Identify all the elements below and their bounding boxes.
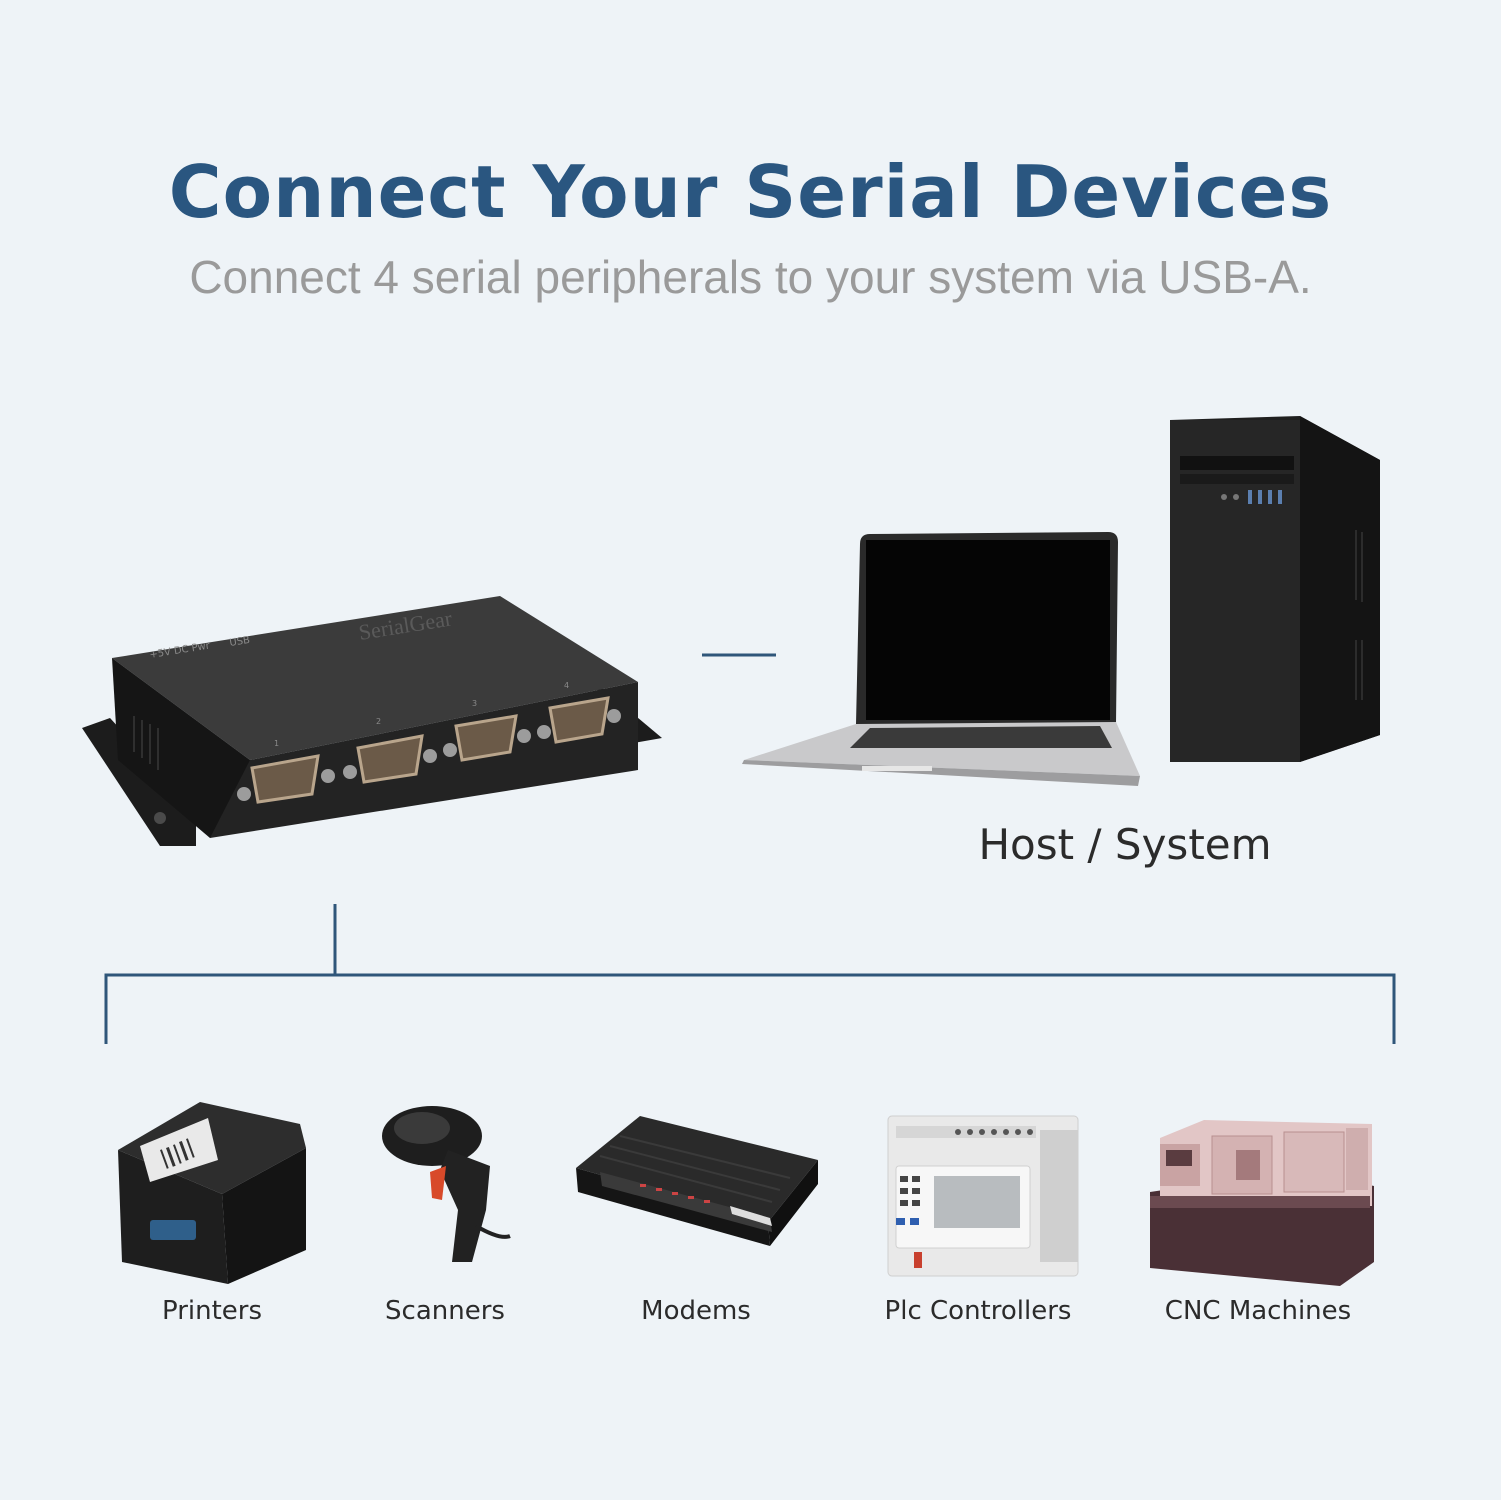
connector-lines [104, 653, 1396, 1044]
serial-port-3 [443, 714, 531, 762]
port-number-2: 2 [376, 717, 381, 726]
host-system-label: Host / System [978, 820, 1272, 869]
device-label-plc-controllers: Plc Controllers [884, 1296, 1072, 1326]
receipt-printer-icon [118, 1102, 306, 1284]
device-label-scanners: Scanners [385, 1296, 505, 1326]
barcode-scanner-icon [382, 1106, 511, 1262]
modem-icon [576, 1116, 818, 1246]
plc-controller-icon [887, 1115, 1079, 1277]
port-number-4: 4 [564, 681, 569, 690]
laptop-image [742, 532, 1140, 786]
cnc-machine-icon [1150, 1120, 1374, 1286]
device-label-cnc-machines: CNC Machines [1164, 1296, 1352, 1326]
serial-port-4 [537, 696, 621, 744]
port-number-3: 3 [472, 699, 477, 708]
hub-usb-label: USB [229, 635, 251, 649]
port-number-1: 1 [274, 739, 279, 748]
serial-port-2 [343, 734, 437, 784]
serial-hub-image: SerialGear +5V DC Pwr USB 1 2 3 4 [82, 596, 662, 846]
device-label-modems: Modems [641, 1296, 751, 1326]
page-title: Connect Your Serial Devices [168, 150, 1333, 234]
desktop-tower-image [1170, 416, 1380, 762]
device-label-printers: Printers [161, 1296, 263, 1326]
serial-port-1 [237, 754, 335, 804]
device-bracket-line [104, 973, 1396, 1044]
page-subtitle: Connect 4 serial peripherals to your sys… [189, 251, 1312, 303]
